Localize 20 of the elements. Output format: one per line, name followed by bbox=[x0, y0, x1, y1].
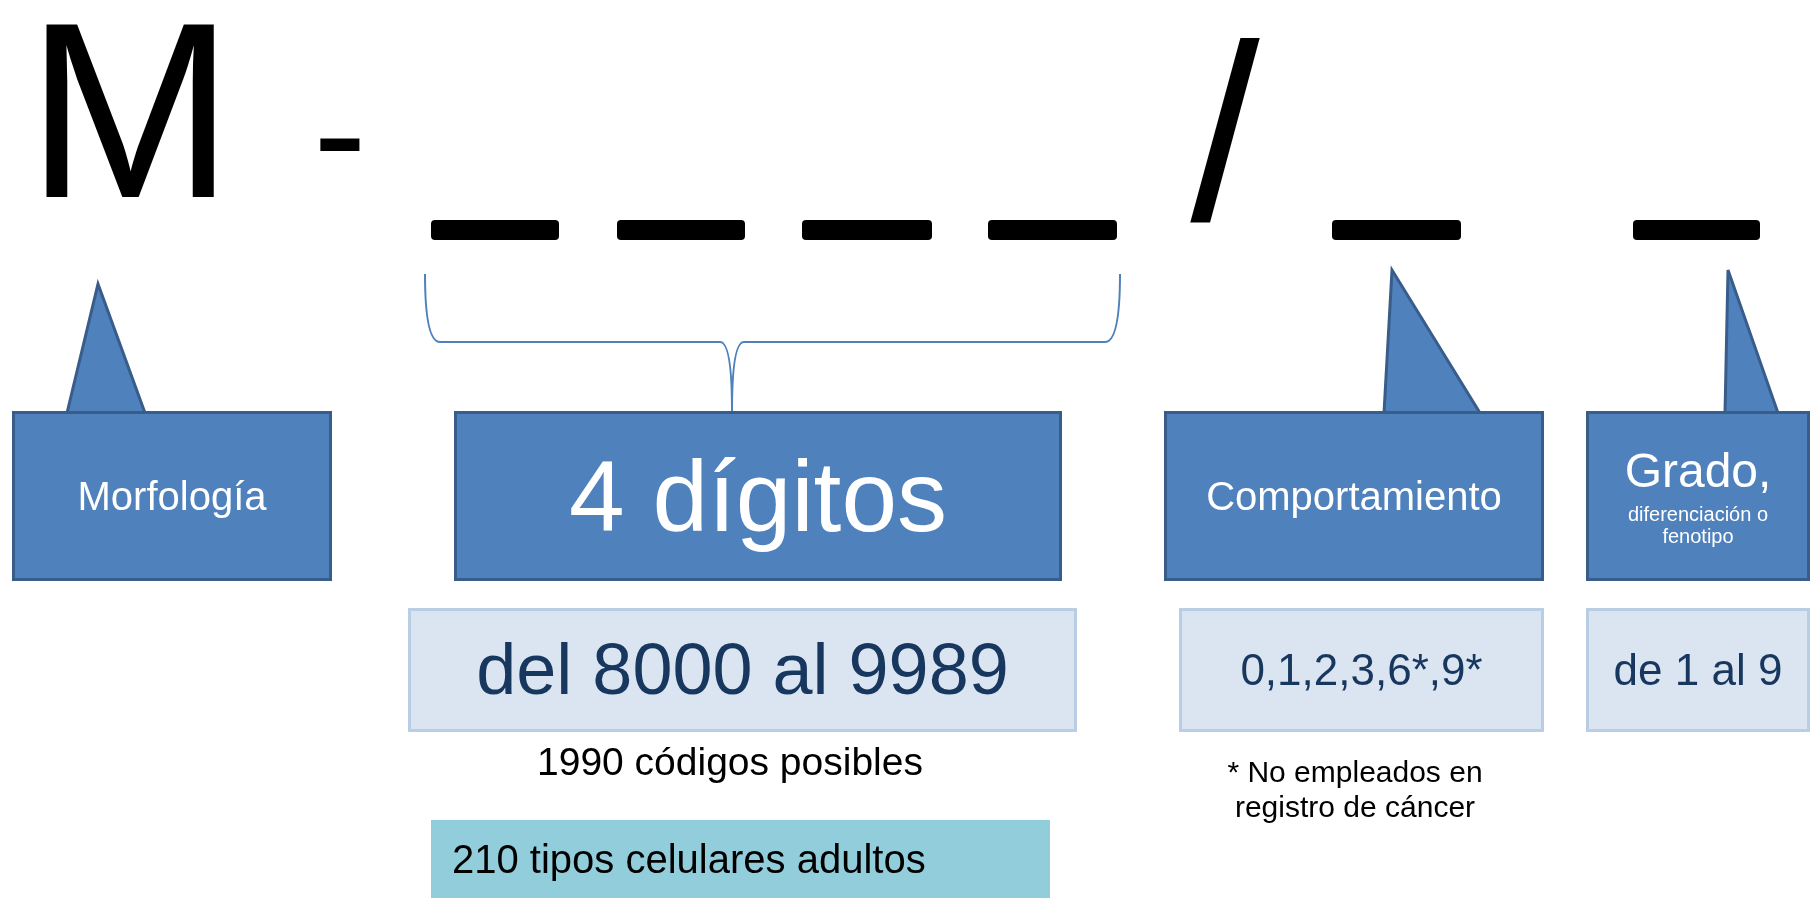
footnote-text: * No empleados en registro de cáncer bbox=[1226, 755, 1484, 824]
slash-text: / bbox=[1189, 0, 1261, 275]
callout-box: Morfología bbox=[12, 411, 332, 581]
code-letter: M bbox=[25, 0, 235, 248]
callout-box bbox=[1586, 411, 1810, 581]
blank-slot bbox=[1332, 220, 1461, 240]
value-box: 0,1,2,3,6*,9* bbox=[1179, 608, 1544, 732]
callout-box: 4 dígitos bbox=[454, 411, 1062, 581]
value-box: del 8000 al 9989 bbox=[408, 608, 1077, 732]
hyphen-text: - bbox=[312, 41, 368, 223]
blank-slot bbox=[988, 220, 1117, 240]
info-box: 210 tipos celulares adultos bbox=[431, 820, 1050, 898]
callout-text: Grado, bbox=[1624, 444, 1772, 498]
blank-slot bbox=[431, 220, 559, 240]
blank-slot bbox=[617, 220, 745, 240]
blank-slot bbox=[1633, 220, 1760, 240]
blank-slot bbox=[802, 220, 932, 240]
note-text: 1990 códigos posibles bbox=[536, 740, 924, 785]
value-box: de 1 al 9 bbox=[1586, 608, 1810, 732]
callout-text: diferenciación o fenotipo bbox=[1626, 503, 1770, 548]
